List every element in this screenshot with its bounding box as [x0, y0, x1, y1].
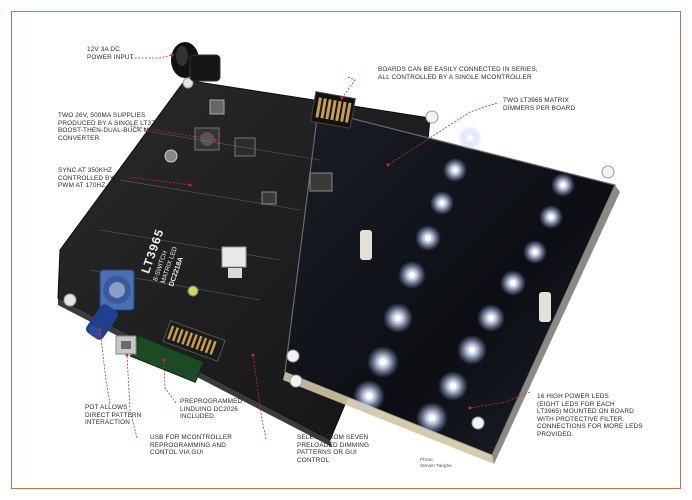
power-jack-icon [171, 42, 221, 82]
callout-usb: USB FOR µCONTROLLER REPROGRAMMING AND CO… [150, 434, 233, 457]
inductor-icon [234, 137, 256, 157]
callout-preprogrammed: PREPROGRAMMED LINDUINO DC2026 INCLUDED. [180, 398, 243, 421]
chip-icon [309, 172, 333, 192]
potentiometer-icon [86, 269, 135, 340]
callout-supplies: TWO 26V, 500mA SUPPLIES PRODUCED BY A SI… [58, 112, 164, 142]
callout-dimmers: TWO LT3965 MATRIX DIMMERS PER BOARD [503, 97, 576, 112]
jumper-block-icon [228, 268, 242, 278]
callout-series: BOARDS CAN BE EASILY CONNECTED IN SERIES… [378, 66, 538, 81]
standoff-post-icon [539, 292, 551, 322]
photo-credit: Photo: Steven Tanghe [420, 458, 452, 469]
callout-sync: SYNC AT 350kHz CONTROLLED BY LTC6900. PW… [58, 167, 145, 190]
callout-leds: 16 HIGH POWER LEDs (EIGHT LEDs FOR EACH … [537, 393, 643, 438]
capacitor-icon [164, 149, 178, 163]
pattern-button-icon [187, 285, 199, 297]
standoff-icon [289, 374, 303, 388]
standoff-icon [182, 77, 194, 89]
led-panel-edge [283, 372, 494, 464]
led-panel-edge-right [492, 185, 620, 464]
capacitor-icon [209, 99, 225, 115]
standoff-icon [425, 110, 439, 124]
leader-lines [99, 54, 531, 440]
standoff-icon [286, 349, 300, 363]
standoff-icon [601, 165, 615, 179]
standoff-icon [63, 293, 77, 307]
standoff-post-icon [360, 230, 372, 260]
callout-pot: POT ALLOWS DIRECT PATTERN INTERACTION [85, 404, 142, 427]
led-array [353, 126, 575, 434]
callout-select: SELECT FROM SEVEN PRELOADED DIMMING PATT… [297, 434, 370, 464]
callout-power-input: 12V 3A DC POWER INPUT [87, 46, 134, 61]
jumper-block-icon [221, 246, 247, 268]
standoff-icon [471, 416, 485, 430]
chip-icon [261, 191, 277, 205]
